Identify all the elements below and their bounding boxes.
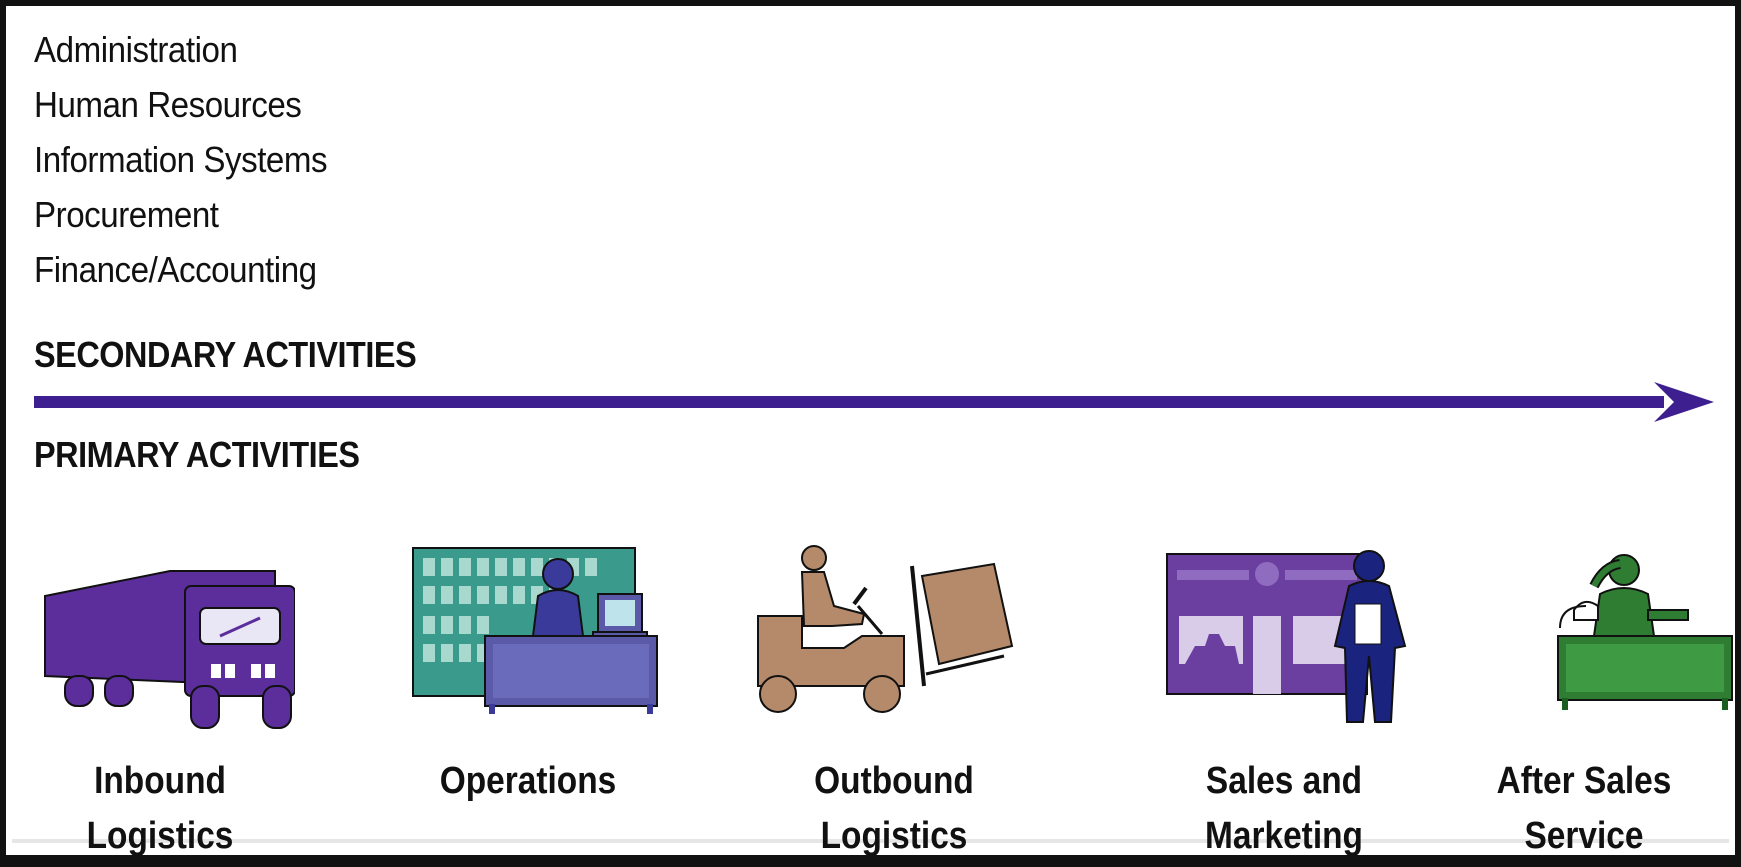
primary-activities-heading: PRIMARY ACTIVITIES — [34, 434, 360, 475]
activity-inbound-logistics: Inbound Logistics — [10, 536, 310, 857]
activity-label: Operations — [439, 760, 617, 802]
support-activity-item: Finance/Accounting — [34, 249, 317, 290]
truck-icon — [44, 570, 295, 729]
secondary-activities-heading: SECONDARY ACTIVITIES — [34, 334, 417, 375]
activity-label: After Sales Service — [1496, 760, 1672, 857]
factory-worker-icon — [412, 547, 658, 714]
arrow-head — [1654, 382, 1714, 422]
forklift-icon — [757, 545, 1014, 713]
bottom-strip — [12, 839, 1729, 843]
activity-outbound-logistics: Outbound Logistics — [744, 536, 1044, 857]
support-activities-list: Administration Human Resources Informati… — [34, 22, 353, 297]
support-activity-item: Procurement — [34, 194, 219, 235]
activity-after-sales-service: After Sales Service — [1434, 536, 1734, 857]
storefront-salesperson-icon — [1166, 550, 1407, 723]
activity-label: Outbound Logistics — [814, 760, 974, 857]
value-chain-arrow — [34, 382, 1714, 422]
support-activity-item: Information Systems — [34, 139, 328, 180]
activity-operations: Operations — [378, 536, 678, 802]
phone-support-icon — [1557, 554, 1733, 710]
support-activity-item: Administration — [34, 29, 238, 70]
activity-sales-and-marketing: Sales and Marketing — [1134, 536, 1434, 857]
activity-label: Inbound Logistics — [86, 760, 234, 857]
activity-label: Sales and Marketing — [1205, 760, 1363, 857]
support-activity-item: Human Resources — [34, 84, 302, 125]
